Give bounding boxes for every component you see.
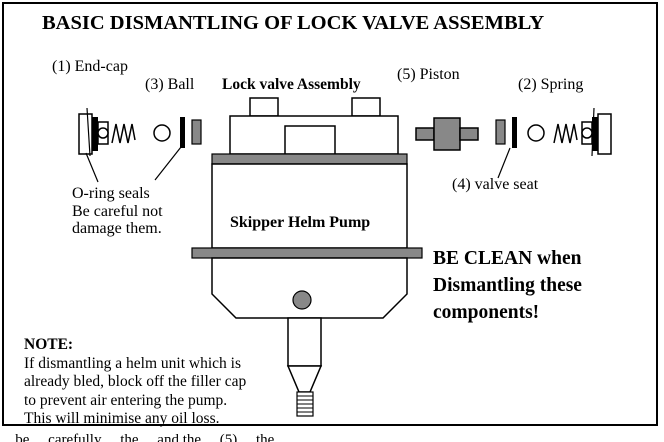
diagram-title: BASIC DISMANTLING OF LOCK VALVE ASSEMBLY	[42, 12, 545, 34]
clean-warning: BE CLEAN when Dismantling these componen…	[433, 245, 582, 326]
ball-right	[527, 124, 545, 142]
piston	[415, 117, 479, 151]
valve-seat-left	[191, 119, 202, 145]
end-cap-right	[581, 107, 612, 157]
o-ring-line-2: Be careful not	[72, 202, 163, 220]
valve-seat-right	[495, 119, 506, 145]
ball-left	[153, 124, 171, 142]
note-line-4: This will minimise any oil loss.	[24, 410, 220, 427]
warning-line-2: Dismantling these	[433, 275, 582, 296]
o-ring-line-3: damage them.	[72, 220, 162, 237]
valve-seat-label: (4) valve seat	[452, 176, 539, 193]
piston-label: (5) Piston	[397, 66, 460, 83]
pump-label: Skipper Helm Pump	[230, 214, 371, 231]
o-ring-label: O-ring seals Be careful not damage them.	[72, 185, 163, 238]
note-heading: NOTE:	[24, 336, 74, 353]
note-line-2: already bled, block off the filler cap	[24, 373, 247, 390]
spring-left	[111, 123, 136, 144]
helm-pump-body	[191, 153, 423, 417]
lock-valve-label: Lock valve Assembly	[222, 76, 361, 93]
note-block: NOTE: If dismantling a helm unit which i…	[24, 336, 246, 429]
cutoff-text-strip: ...be ... carefully ... the ... and the …	[0, 430, 664, 442]
cutoff-text: ...be ... carefully ... the ... and the …	[4, 432, 290, 442]
warning-line-1: BE CLEAN when	[433, 248, 582, 269]
lock-valve-body	[229, 97, 399, 155]
spring-label: (2) Spring	[518, 76, 584, 93]
end-cap-left	[78, 107, 109, 157]
o-ring-left	[180, 117, 185, 148]
end-cap-label: (1) End-cap	[52, 58, 128, 75]
ball-label: (3) Ball	[145, 76, 195, 93]
note-line-3: to prevent air entering the pump.	[24, 391, 228, 409]
o-ring-line-1: O-ring seals	[72, 185, 150, 202]
spring-right	[553, 123, 578, 144]
note-line-1: If dismantling a helm unit which is	[24, 354, 241, 372]
o-ring-right	[512, 117, 517, 148]
warning-line-3: components!	[433, 302, 540, 323]
